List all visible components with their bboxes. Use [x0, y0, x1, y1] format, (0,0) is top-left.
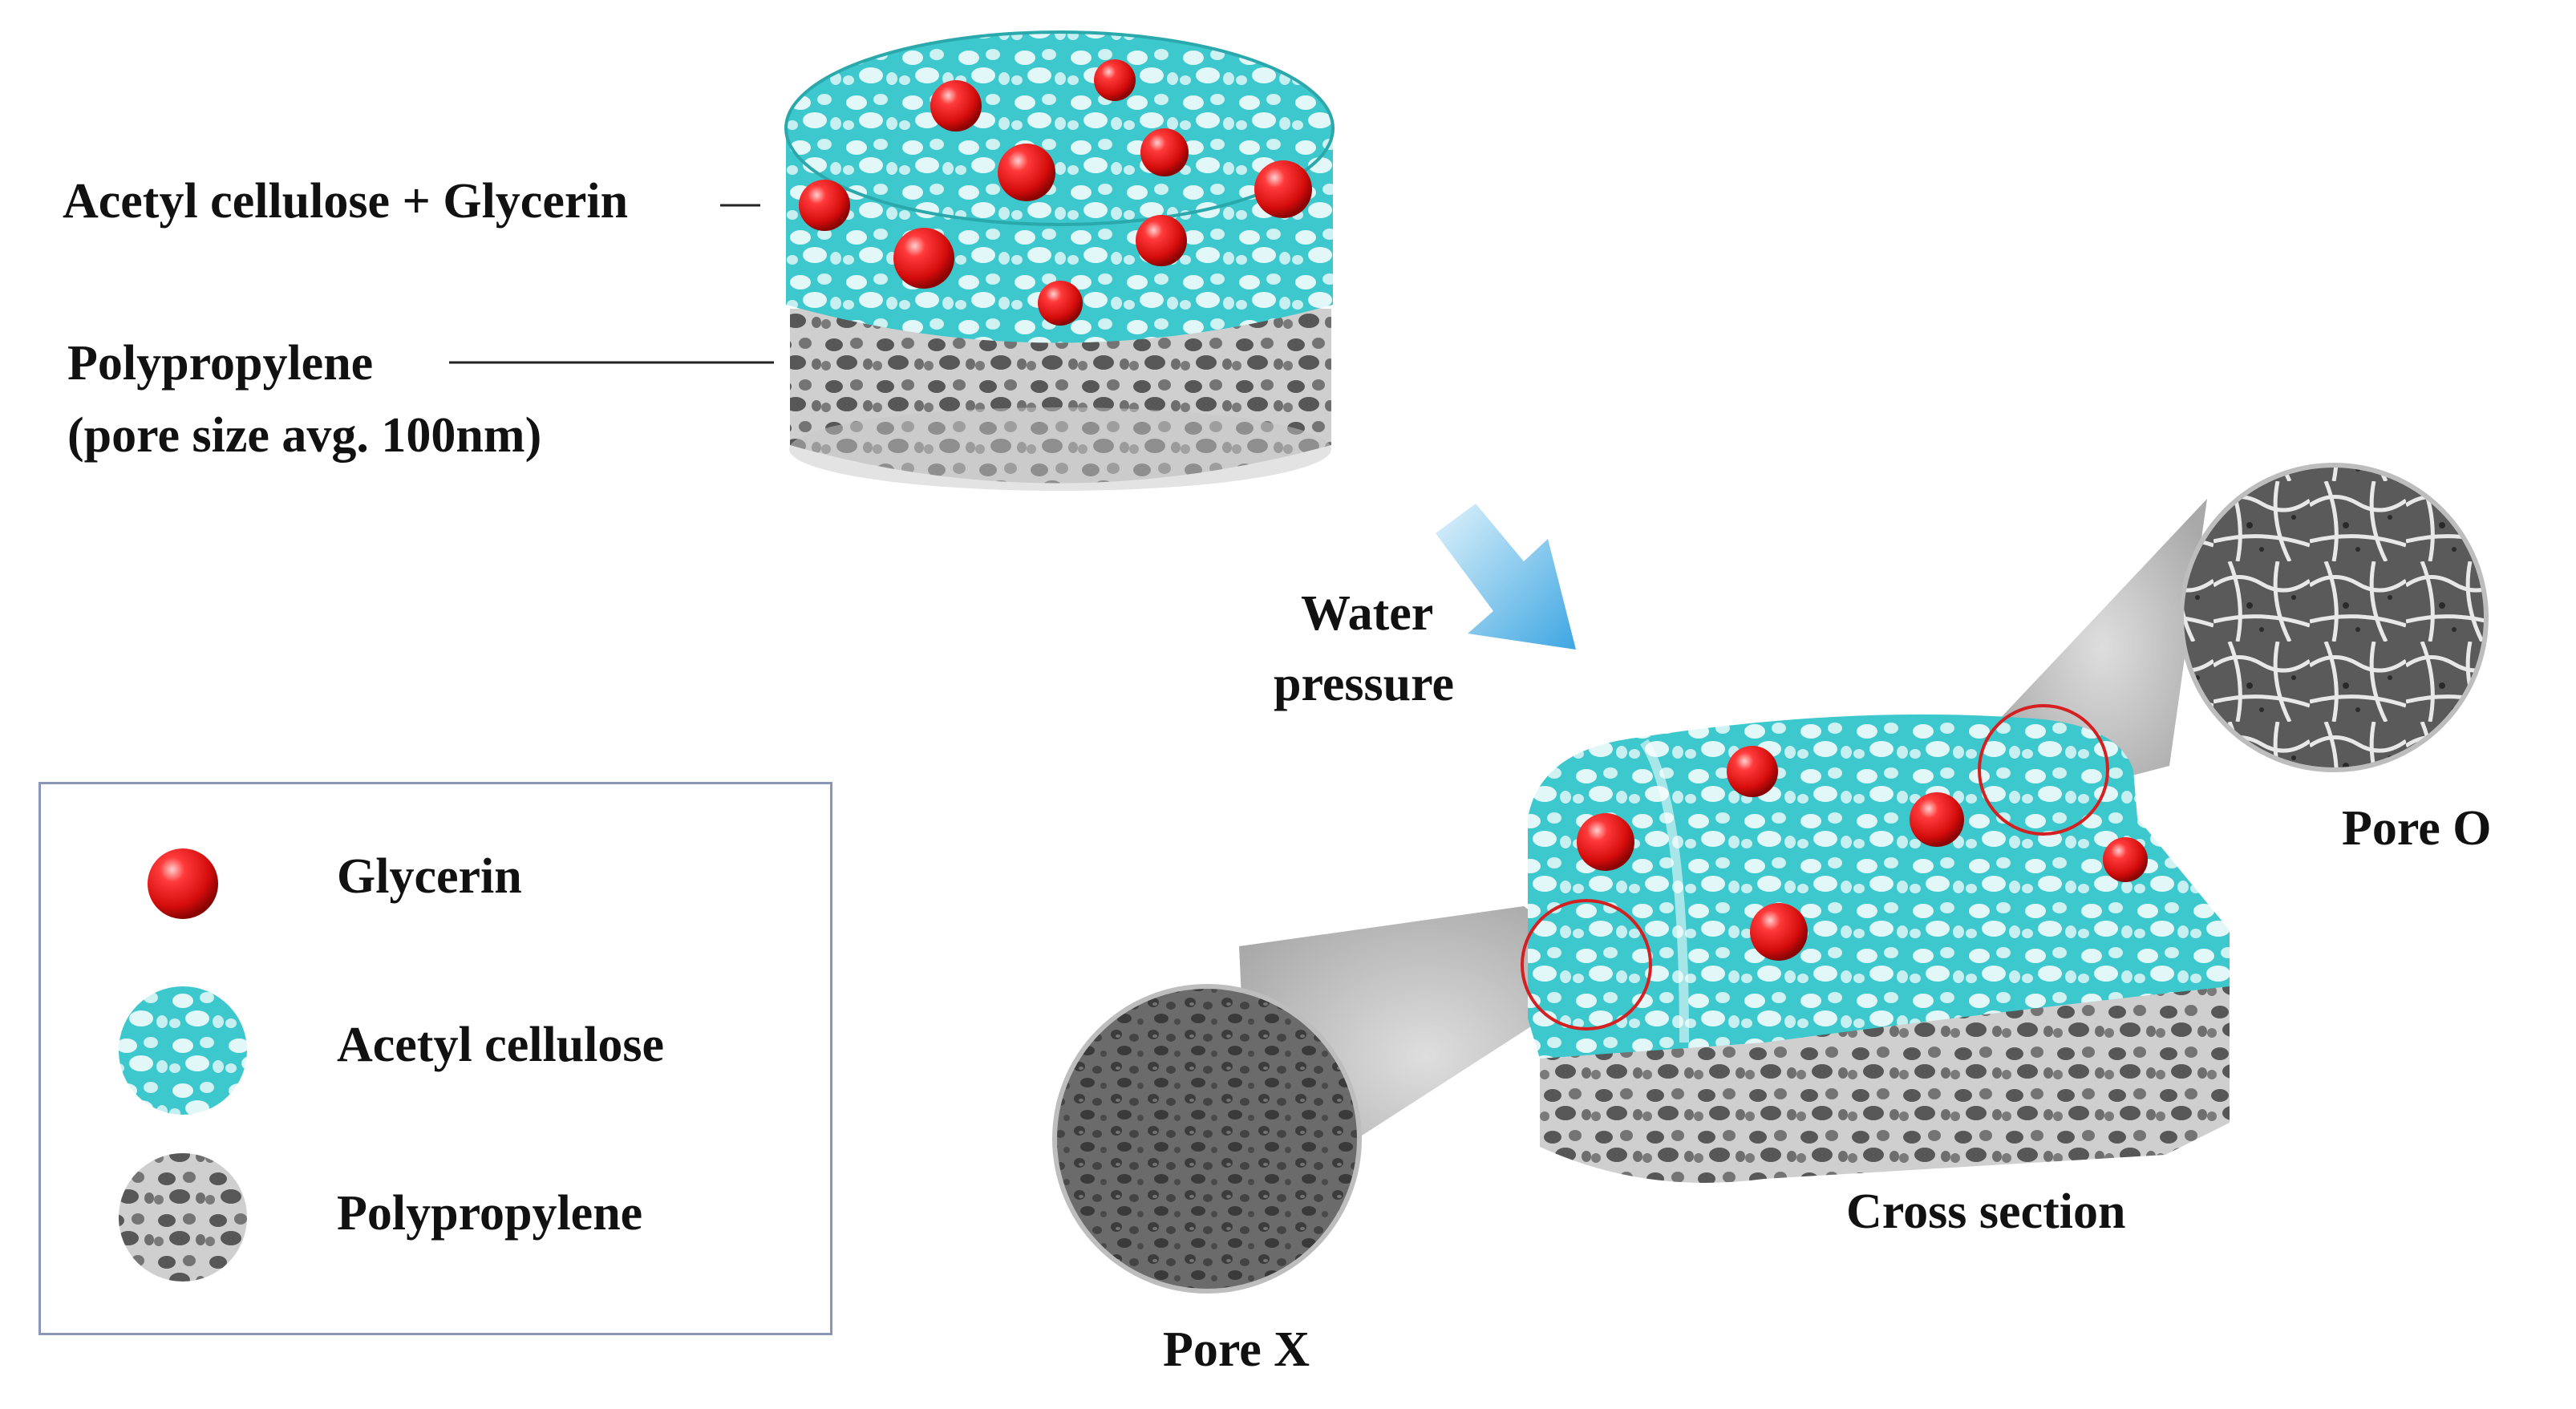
legend-label-glycerin: Glycerin: [337, 849, 522, 904]
legend-box: [38, 782, 832, 1335]
legend-cyan-mesh-icon: [119, 986, 247, 1115]
glycerin-sphere: [1727, 746, 1778, 797]
glycerin-sphere: [1140, 128, 1189, 176]
label-cross-section: Cross section: [1846, 1184, 2126, 1239]
legend-gray-mesh-icon: [119, 1153, 247, 1281]
legend-label-acetyl-cellulose: Acetyl cellulose: [337, 1018, 665, 1072]
glycerin-sphere: [1750, 903, 1808, 961]
water-pressure-arrow: [1436, 504, 1576, 650]
label-pore-o: Pore O: [2342, 801, 2492, 856]
glycerin-sphere: [799, 180, 850, 231]
pore-o-highlight-circle: [1978, 704, 2109, 836]
glycerin-sphere: [1910, 792, 1964, 847]
glycerin-sphere: [998, 144, 1055, 201]
cross-section-block: [1521, 704, 2230, 1183]
glycerin-sphere: [2103, 837, 2148, 882]
label-pore-x: Pore X: [1163, 1322, 1310, 1377]
polypropylene-layer-bottom-rim: [789, 407, 1331, 491]
glycerin-sphere: [1038, 281, 1083, 326]
pore-x-highlight-circle: [1521, 899, 1652, 1030]
glycerin-sphere: [1136, 215, 1187, 266]
pore-x-magnifier: [1052, 906, 1612, 1294]
pore-x-sem-image: [1052, 984, 1362, 1294]
glycerin-sphere: [1254, 160, 1312, 218]
glycerin-sphere: [1094, 59, 1136, 101]
glycerin-sphere: [1577, 813, 1634, 871]
cross-section-acetyl-cellulose-layer: [1528, 714, 2230, 1059]
label-polypropylene: Polypropylene: [67, 336, 374, 391]
label-acetyl-cellulose-glycerin: Acetyl cellulose + Glycerin: [63, 174, 629, 229]
legend-label-polypropylene: Polypropylene: [337, 1186, 643, 1241]
glycerin-sphere: [930, 80, 982, 132]
pore-o-sem-image: [2179, 463, 2489, 772]
label-water: Water: [1301, 586, 1434, 641]
label-pressure: pressure: [1274, 657, 1455, 711]
legend-red-sphere-icon: [148, 848, 218, 919]
glycerin-sphere: [893, 228, 954, 289]
acetyl-cellulose-layer-top: [786, 32, 1333, 225]
initial-membrane-disk: [784, 30, 1335, 491]
label-pore-size: (pore size avg. 100nm): [67, 408, 542, 463]
